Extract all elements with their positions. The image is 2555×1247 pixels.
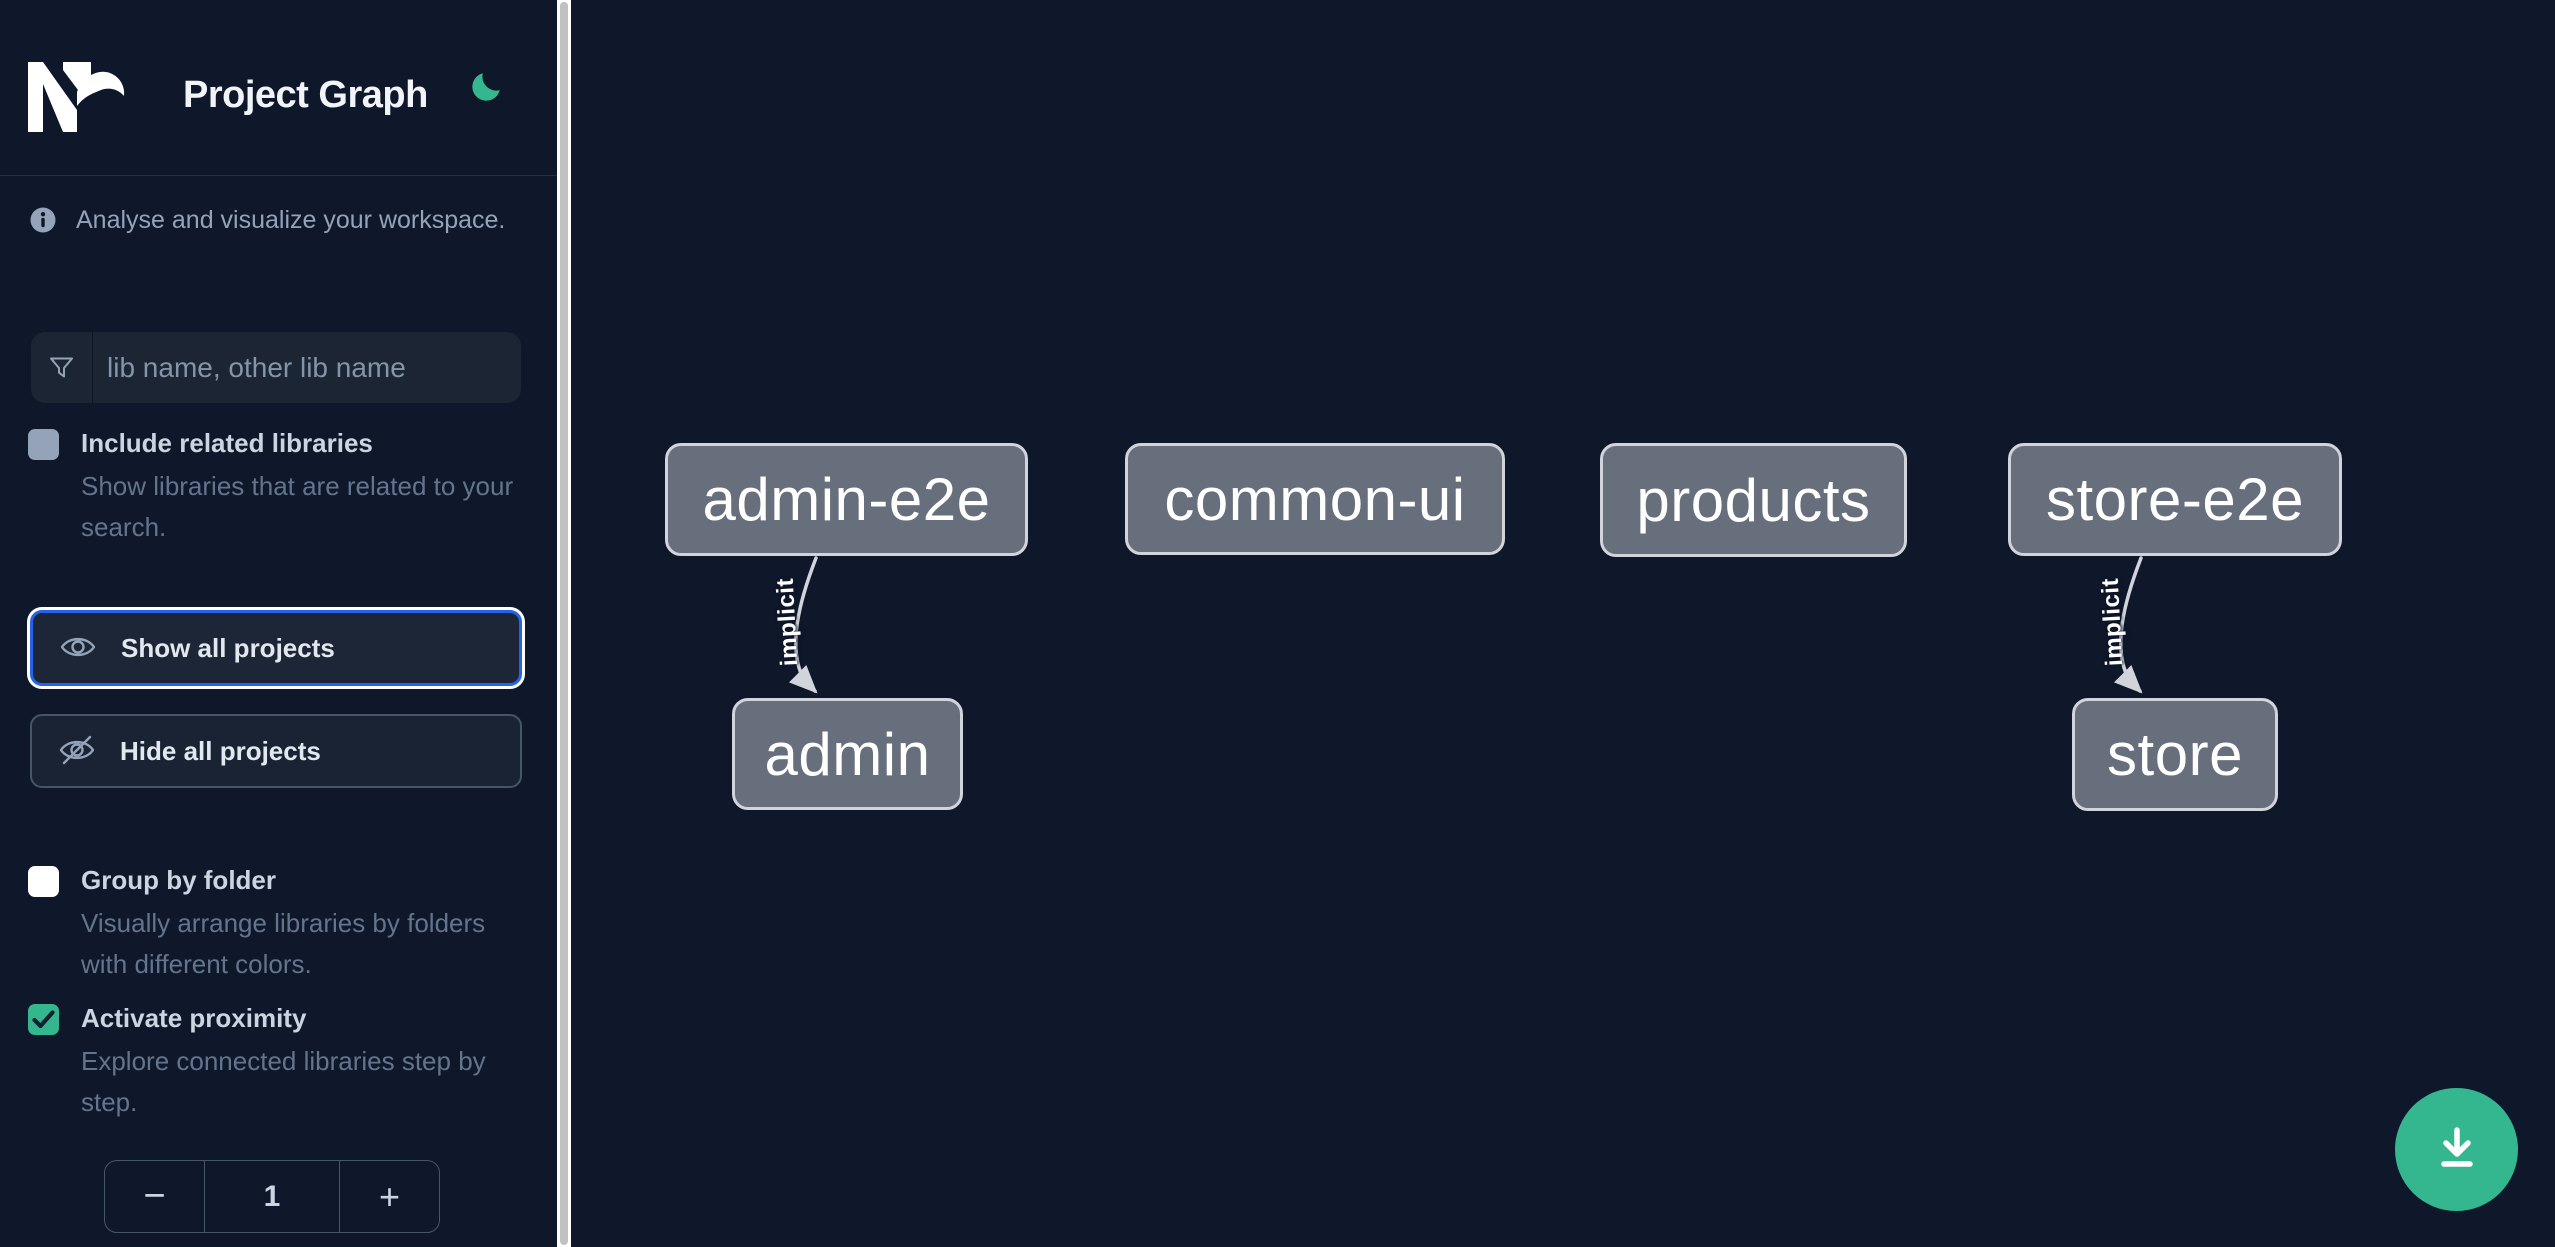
activate-proximity-checkbox[interactable] [28, 1004, 59, 1035]
project-node-admin-e2e[interactable]: admin-e2e [665, 443, 1028, 556]
increment-button[interactable]: + [339, 1161, 439, 1232]
decrement-button[interactable]: − [105, 1161, 205, 1232]
filter-funnel-icon [31, 332, 93, 403]
project-node-admin[interactable]: admin [732, 698, 963, 810]
toggle-description: Show libraries that are related to your … [81, 471, 514, 542]
app-header: Project Graph [0, 0, 557, 176]
toggle-include-related-libraries: Include related libraries Show libraries… [28, 427, 513, 548]
project-node-products[interactable]: products [1600, 443, 1907, 557]
toggle-group-by-folder: Group by folder Visually arrange librari… [28, 864, 498, 985]
show-all-projects-label: Show all projects [121, 632, 335, 663]
include-related-checkbox[interactable] [28, 429, 59, 460]
proximity-depth-value: 1 [263, 1179, 281, 1213]
hide-all-projects-label: Hide all projects [120, 735, 321, 766]
proximity-depth-stepper: − 1 + [104, 1160, 440, 1233]
download-icon [2431, 1122, 2483, 1177]
show-all-projects-button[interactable]: Show all projects [30, 610, 522, 686]
eye-off-icon [58, 734, 96, 769]
download-graph-button[interactable] [2395, 1088, 2518, 1211]
group-by-folder-checkbox[interactable] [28, 866, 59, 897]
filter-input-group [31, 332, 521, 403]
theme-toggle-button[interactable] [464, 66, 508, 110]
graph-canvas[interactable] [571, 0, 2555, 1247]
intro-text: Analyse and visualize your workspace. [76, 206, 506, 234]
toggle-description: Visually arrange libraries by folders wi… [81, 908, 486, 979]
toggle-label: Group by folder [81, 865, 276, 895]
info-icon [30, 207, 56, 233]
hide-all-projects-button[interactable]: Hide all projects [30, 714, 522, 788]
toggle-label: Include related libraries [81, 428, 373, 458]
project-node-store[interactable]: store [2072, 698, 2278, 811]
sidebar-scrollbar[interactable] [557, 0, 571, 1247]
page-title: Project Graph [183, 74, 428, 116]
workspace-intro: Analyse and visualize your workspace. [30, 205, 530, 235]
nx-logo [28, 62, 126, 132]
project-filter-input[interactable] [93, 332, 521, 403]
toggle-description: Explore connected libraries step by step… [81, 1046, 486, 1117]
toggle-activate-proximity: Activate proximity Explore connected lib… [28, 1002, 498, 1123]
eye-icon [59, 632, 97, 665]
toggle-label: Activate proximity [81, 1003, 307, 1033]
sidebar-scrollbar-thumb[interactable] [560, 2, 568, 1245]
sidebar: Project Graph Analyse and visualize your… [0, 0, 557, 1247]
project-node-common-ui[interactable]: common-ui [1125, 443, 1505, 555]
moon-icon [468, 72, 504, 108]
project-node-store-e2e[interactable]: store-e2e [2008, 443, 2342, 556]
check-icon [32, 1010, 55, 1029]
